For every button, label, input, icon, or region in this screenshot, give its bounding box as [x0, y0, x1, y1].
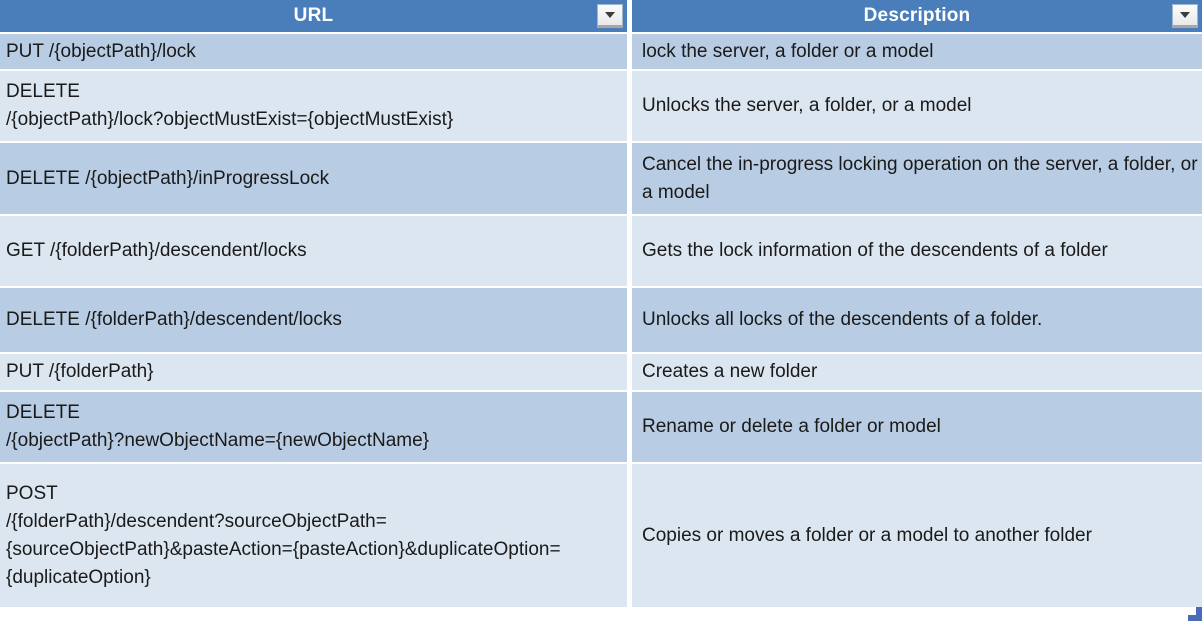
column-header-description-label: Description [863, 5, 971, 26]
cell-description: Rename or delete a folder or model [632, 392, 1202, 464]
cell-url: DELETE /{folderPath}/descendent/locks [0, 288, 632, 354]
cell-description: Copies or moves a folder or a model to a… [632, 464, 1202, 609]
chevron-down-icon [605, 12, 615, 18]
table-row[interactable]: GET /{folderPath}/descendent/locks Gets … [0, 216, 1202, 288]
table-body: PUT /{objectPath}/lock lock the server, … [0, 34, 1202, 609]
table-row[interactable]: PUT /{folderPath} Creates a new folder [0, 354, 1202, 392]
chevron-down-icon [1180, 12, 1190, 18]
resize-handle-horizontal-bar [1188, 615, 1202, 621]
cell-url: PUT /{folderPath} [0, 354, 632, 392]
table-row[interactable]: PUT /{objectPath}/lock lock the server, … [0, 34, 1202, 71]
cell-description: Unlocks the server, a folder, or a model [632, 71, 1202, 143]
table-row[interactable]: DELETE /{objectPath}?newObjectName={newO… [0, 392, 1202, 464]
table-row[interactable]: DELETE /{objectPath}/inProgressLock Canc… [0, 143, 1202, 216]
table-header-row: URL Description [0, 0, 1202, 34]
cell-url: PUT /{objectPath}/lock [0, 34, 632, 71]
table-header: URL Description [0, 0, 1202, 34]
filter-dropdown-icon-url[interactable] [597, 4, 623, 28]
table-row[interactable]: DELETE /{folderPath}/descendent/locks Un… [0, 288, 1202, 354]
cell-description: Cancel the in-progress locking operation… [632, 143, 1202, 216]
cell-url: DELETE /{objectPath}/lock?objectMustExis… [0, 71, 632, 143]
cell-url: GET /{folderPath}/descendent/locks [0, 216, 632, 288]
cell-description: Gets the lock information of the descend… [632, 216, 1202, 288]
table-resize-handle[interactable] [1188, 607, 1202, 621]
cell-url: DELETE /{objectPath}?newObjectName={newO… [0, 392, 632, 464]
column-header-url[interactable]: URL [0, 0, 632, 34]
resize-handle-vertical-bar [1196, 607, 1202, 621]
cell-description: lock the server, a folder or a model [632, 34, 1202, 71]
cell-description: Unlocks all locks of the descendents of … [632, 288, 1202, 354]
table-row[interactable]: POST /{folderPath}/descendent?sourceObje… [0, 464, 1202, 609]
column-header-url-label: URL [293, 5, 334, 26]
cell-url: POST /{folderPath}/descendent?sourceObje… [0, 464, 632, 609]
column-header-description[interactable]: Description [632, 0, 1202, 34]
table-row[interactable]: DELETE /{objectPath}/lock?objectMustExis… [0, 71, 1202, 143]
filter-dropdown-icon-description[interactable] [1172, 4, 1198, 28]
cell-description: Creates a new folder [632, 354, 1202, 392]
cell-url: DELETE /{objectPath}/inProgressLock [0, 143, 632, 216]
